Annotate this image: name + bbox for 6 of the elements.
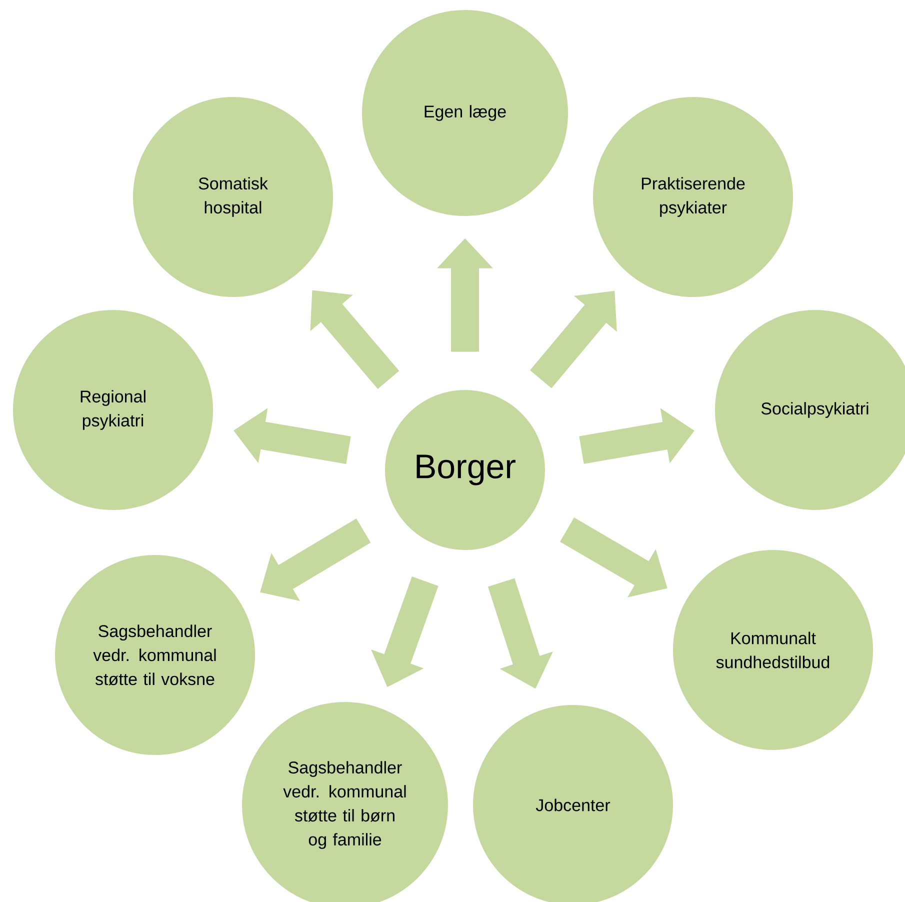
circle-node: Regional psykiatri <box>13 310 213 510</box>
circle-node: Somatisk hospital <box>133 97 333 297</box>
circle-node: Sagsbehandler vedr. kommunal støtte til voksne <box>55 555 255 755</box>
circle-node: Kommunalt sundhedstilbud <box>673 550 873 750</box>
circle-node: Egen læge <box>362 10 568 216</box>
circle-node: Praktiserende psykiater <box>593 97 793 297</box>
